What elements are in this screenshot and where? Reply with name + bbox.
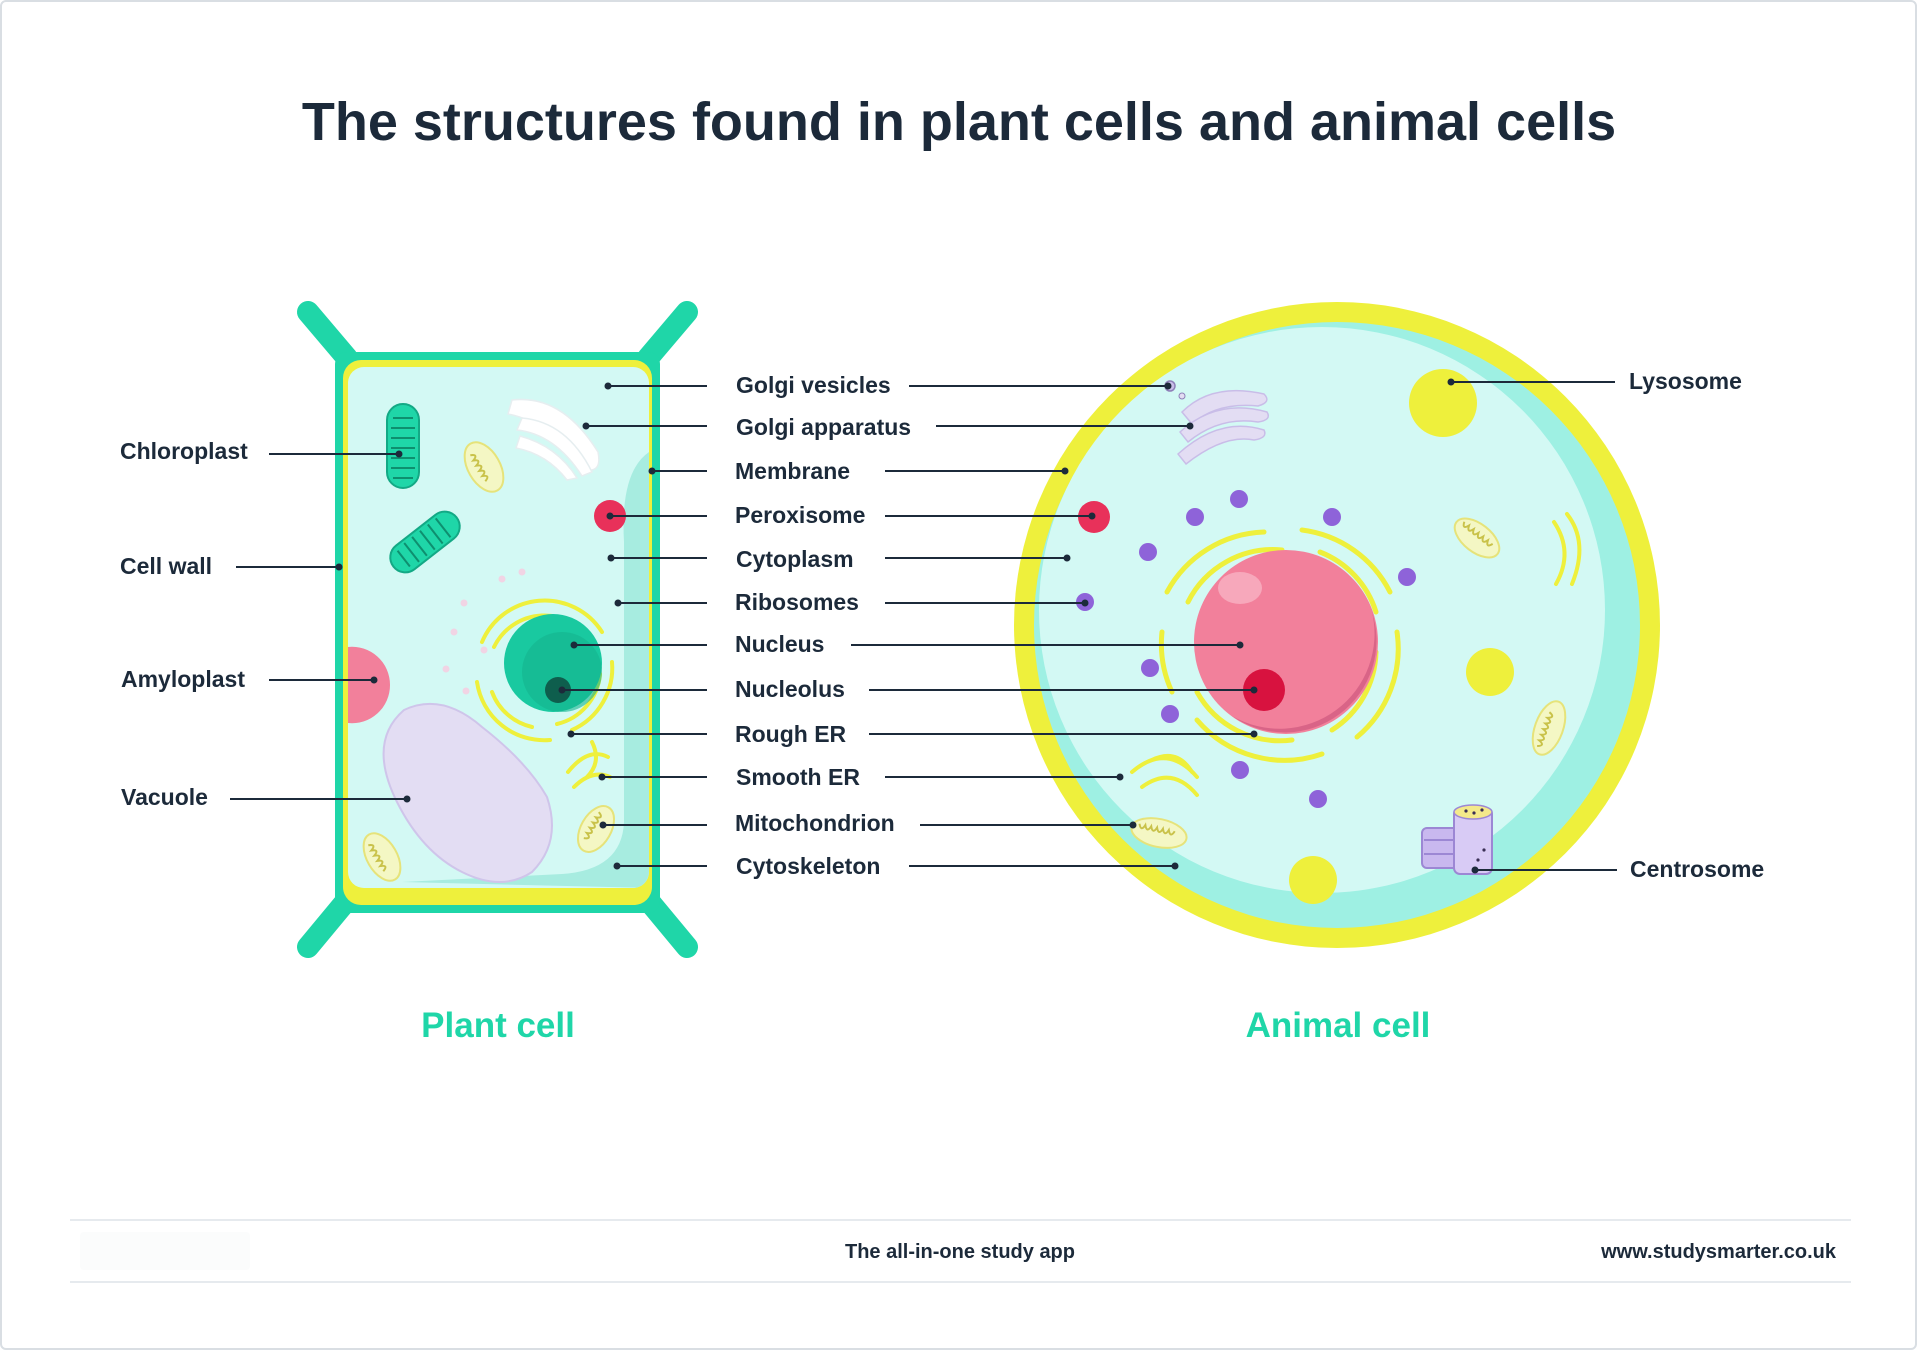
leader-dot-amyloplast [370, 676, 378, 684]
plant-cell-caption: Plant cell [421, 1006, 575, 1045]
plant-smooth-er [566, 740, 612, 789]
leader-dot-smooth-er-animal [1116, 773, 1124, 781]
plant-nucleolus [545, 677, 571, 703]
animal-lysosome-right [1466, 648, 1514, 696]
shared-labels: Golgi vesicles Golgi apparatus Membrane … [735, 372, 911, 879]
animal-nucleus [1194, 550, 1378, 734]
leader-dot-nucleolus-animal [1250, 686, 1258, 694]
leader-dot-golgi-apparatus-plant [582, 422, 590, 430]
plant-mitochondrion-bottom [362, 832, 402, 882]
plant-chloroplast-vertical [386, 403, 420, 489]
label-centrosome: Centrosome [1630, 856, 1764, 882]
leader-dot-golgi-vesicles-plant [604, 382, 612, 390]
plant-vacuole [382, 702, 553, 883]
leader-dot-ribosomes-plant [614, 599, 622, 607]
plant-mitochondrion-top [463, 441, 505, 493]
label-cytoplasm: Cytoplasm [736, 546, 854, 572]
footer-logo-placeholder [80, 1232, 250, 1270]
leader-dot-membrane-animal [1061, 467, 1069, 475]
leader-dot-nucleus-plant [570, 641, 578, 649]
label-nucleus: Nucleus [735, 631, 824, 657]
animal-right-labels: Lysosome Centrosome [1629, 368, 1764, 882]
animal-lysosome-top [1409, 369, 1477, 437]
label-amyloplast: Amyloplast [121, 666, 245, 692]
animal-cell-caption: Animal cell [1246, 1006, 1431, 1045]
leader-dot-cytoskeleton-plant [613, 862, 621, 870]
animal-right-leaders [1447, 378, 1617, 874]
label-rough-er: Rough ER [735, 721, 847, 747]
animal-mitochondrion-top-right [1453, 517, 1501, 559]
label-peroxisome: Peroxisome [735, 502, 865, 528]
plant-cell [297, 301, 698, 958]
leader-dot-membrane-plant [648, 467, 656, 475]
leader-dot-lysosome [1447, 378, 1455, 386]
animal-smooth-er [1130, 512, 1582, 797]
animal-cell [1014, 302, 1660, 948]
leader-dot-cell-wall [335, 563, 343, 571]
footer-tagline: The all-in-one study app [845, 1241, 1075, 1263]
leader-dot-ribosomes-animal [1081, 599, 1089, 607]
leader-dot-cytoskeleton-animal [1171, 862, 1179, 870]
page-title: The structures found in plant cells and … [302, 92, 1616, 152]
leader-dot-mitochondrion-animal [1129, 821, 1137, 829]
leader-dot-nucleus-animal [1236, 641, 1244, 649]
leader-dot-golgi-vesicles-animal [1164, 382, 1172, 390]
plant-chloroplast-diagonal [389, 510, 461, 574]
leader-dot-peroxisome-plant [606, 512, 614, 520]
leader-dot-golgi-apparatus-animal [1186, 422, 1194, 430]
leader-dot-cytoplasm-animal [1063, 554, 1071, 562]
label-membrane: Membrane [735, 458, 850, 484]
animal-nucleolus [1243, 669, 1285, 711]
leader-dot-mitochondrion-plant [599, 821, 607, 829]
plant-ribosomes [442, 568, 526, 695]
label-mitochondrion: Mitochondrion [735, 810, 895, 836]
leader-dot-chloroplast [395, 450, 403, 458]
footer: The all-in-one study app www.studysmarte… [70, 1219, 1851, 1283]
label-vacuole: Vacuole [121, 784, 208, 810]
label-golgi-vesicles: Golgi vesicles [736, 372, 891, 398]
plant-left-labels: Chloroplast Cell wall Amyloplast Vacuole [120, 438, 248, 810]
plant-golgi-apparatus [507, 398, 600, 481]
label-smooth-er: Smooth ER [736, 764, 860, 790]
plant-mitochondrion-right [576, 805, 616, 853]
label-chloroplast: Chloroplast [120, 438, 248, 464]
leader-dot-cytoplasm-plant [607, 554, 615, 562]
plant-amyloplast-body [348, 646, 391, 724]
label-ribosomes: Ribosomes [735, 589, 859, 615]
plant-nucleus-shade [522, 632, 602, 712]
animal-mitochondrion-bottom-left [1130, 817, 1188, 849]
animal-nucleus-highlight [1218, 572, 1262, 604]
footer-website[interactable]: www.studysmarter.co.uk [1600, 1241, 1837, 1263]
shared-leaders [558, 382, 1258, 870]
label-cell-wall: Cell wall [120, 553, 212, 579]
animal-centrosome [1421, 804, 1493, 875]
animal-lysosome-bottom [1289, 856, 1337, 904]
leader-dot-rough-er-plant [567, 730, 575, 738]
plant-cytoplasm-shading [402, 452, 649, 888]
leader-dot-nucleolus-plant [558, 686, 566, 694]
leader-dot-smooth-er-plant [598, 773, 606, 781]
label-lysosome: Lysosome [1629, 368, 1742, 394]
label-golgi-apparatus: Golgi apparatus [736, 414, 911, 440]
leader-dot-rough-er-animal [1250, 730, 1258, 738]
label-nucleolus: Nucleolus [735, 676, 845, 702]
leader-dot-centrosome [1471, 866, 1479, 874]
animal-golgi-apparatus [1176, 389, 1270, 466]
leader-dot-peroxisome-animal [1088, 512, 1096, 520]
label-cytoskeleton: Cytoskeleton [736, 853, 880, 879]
animal-mitochondrion-right [1531, 700, 1567, 756]
leader-dot-vacuole [403, 795, 411, 803]
plant-left-leaders [230, 450, 411, 803]
